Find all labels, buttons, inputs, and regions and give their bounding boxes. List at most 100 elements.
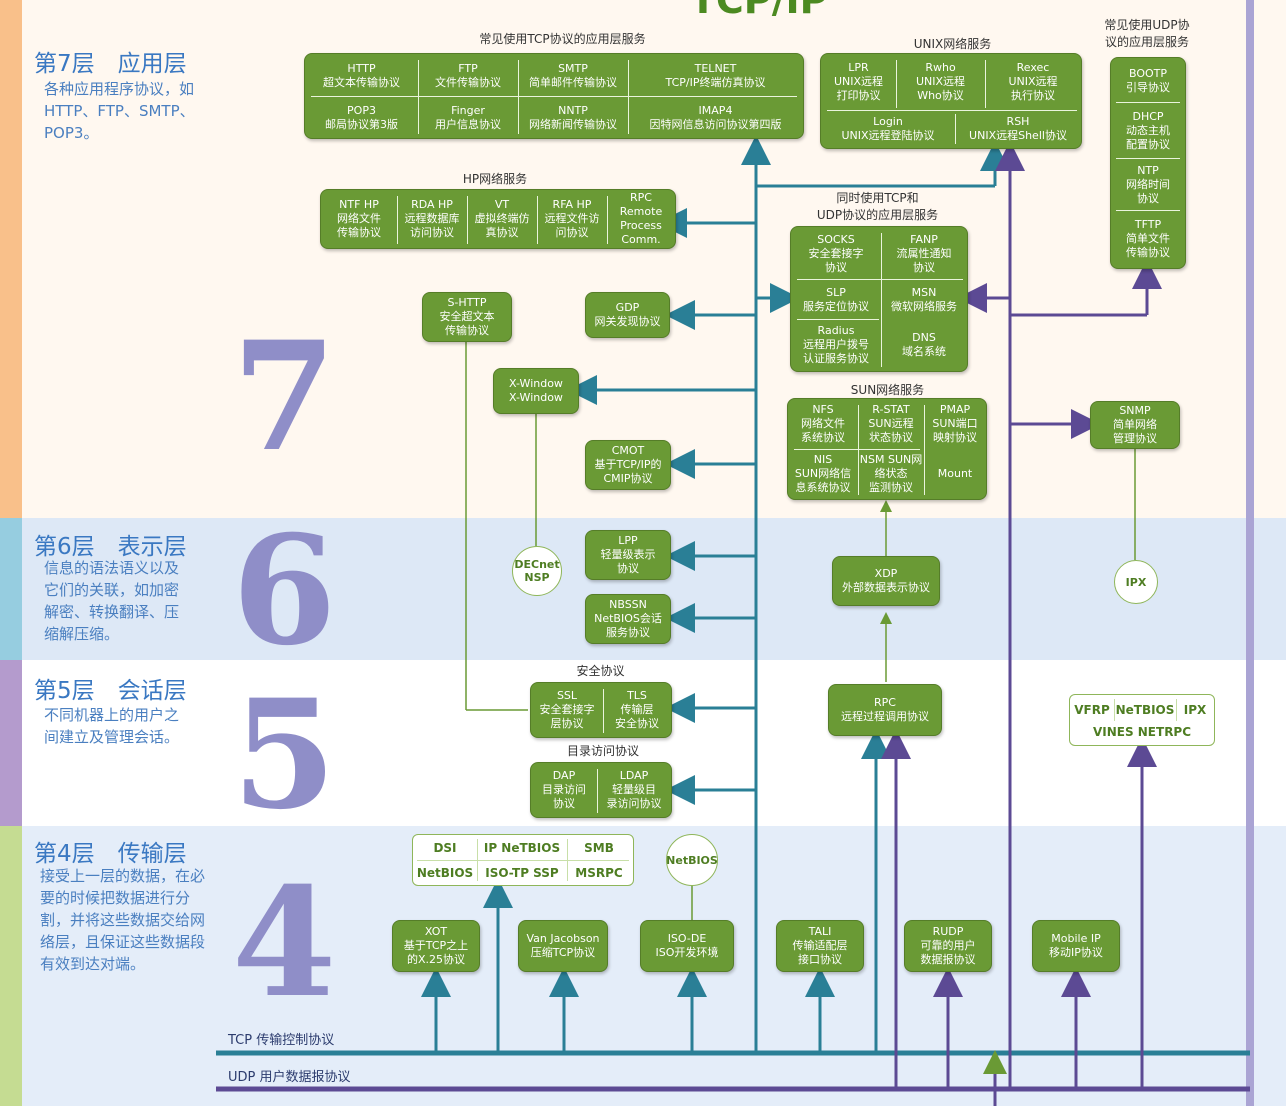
proto-ipx-vfrp[interactable]: IPX	[1183, 703, 1207, 717]
proto-xdp-label: XDP 外部数据表示协议	[842, 567, 930, 594]
proto-msrpc[interactable]: MSRPC	[575, 866, 623, 880]
proto-mobile-ip-label: Mobile IP 移动IP协议	[1049, 932, 1103, 959]
proto-ssl[interactable]: SSL 安全套接字 层协议	[539, 689, 595, 730]
proto-tali[interactable]: TALI 传输适配层 接口协议	[776, 920, 864, 972]
layer6-number: 6	[232, 503, 337, 679]
proto-cmot-label: CMOT 基于TCP/IP的 CMIP协议	[594, 444, 662, 485]
proto-nntp[interactable]: NNTP 网络新闻传输协议	[529, 104, 617, 131]
proto-rpc[interactable]: RPC 远程过程调用协议	[828, 684, 942, 736]
right-edge-stripe	[1246, 0, 1254, 1106]
proto-msn[interactable]: MSN 微软网络服务	[891, 286, 957, 313]
proto-nfs[interactable]: NFS 网络文件 系统协议	[801, 403, 845, 444]
proto-ip-netbios[interactable]: IP NeTBIOS	[483, 841, 561, 855]
layer5-title: 第5层 会话层	[34, 678, 187, 704]
proto-dns[interactable]: DNS 域名系统	[902, 331, 946, 358]
layer5-number: 5	[232, 667, 337, 843]
proto-netbios-circle[interactable]: NetBIOS	[666, 834, 718, 886]
tcp-bus-label: TCP 传输控制协议	[228, 1033, 335, 1048]
proto-dhcp[interactable]: DHCP 动态主机 配置协议	[1126, 110, 1170, 151]
proto-vfrp[interactable]: VFRP	[1074, 703, 1110, 717]
directory-protocols: DAP 目录访问 协议 LDAP 轻量级目 录访问协议	[530, 762, 672, 818]
proto-gdp[interactable]: GDP 网关发现协议	[585, 292, 670, 338]
group-label-tcp-app: 常见使用TCP协议的应用层服务	[479, 32, 646, 46]
proto-radius[interactable]: Radius 远程用户拨号 认证服务协议	[803, 324, 869, 365]
proto-iso-de[interactable]: ISO-DE ISO开发环境	[640, 920, 734, 972]
layer7-desc: 各种应用程序协议，如 HTTP、FTP、SMTP、 POP3。	[44, 80, 195, 142]
proto-http[interactable]: HTTP 超文本传输协议	[323, 62, 400, 89]
proto-rudp-label: RUDP 可靠的用户 数据报协议	[920, 925, 976, 966]
group-label-hp: HP网络服务	[462, 172, 528, 186]
proto-smtp[interactable]: SMTP 简单邮件传输协议	[529, 62, 617, 89]
proto-ntf-hp[interactable]: NTF HP 网络文件 传输协议	[337, 198, 381, 239]
proto-dsi[interactable]: DSI	[433, 841, 457, 855]
proto-rexec[interactable]: Rexec UNIX远程 执行协议	[1008, 61, 1058, 102]
layer7-title: 第7层 应用层	[34, 51, 187, 77]
proto-ntp[interactable]: NTP 网络时间 协议	[1126, 164, 1170, 205]
layer5-stripe	[0, 660, 22, 826]
proto-fanp[interactable]: FANP 流属性通知 协议	[896, 233, 952, 274]
layer4-desc: 接受上一层的数据，在必 要的时候把数据进行分 割，并将这些数据交给网 络层，且保…	[40, 867, 206, 973]
proto-x-window[interactable]: X-Window X-Window	[493, 368, 579, 414]
proto-pop3[interactable]: POP3 邮局协议第3版	[325, 104, 398, 131]
proto-rda-hp[interactable]: RDA HP 远程数据库 访问协议	[404, 198, 460, 239]
proto-x-window-label: X-Window X-Window	[509, 377, 563, 404]
proto-r-stat[interactable]: R-STAT SUN远程 状态协议	[868, 403, 914, 444]
proto-rfa-hp[interactable]: RFA HP 远程文件访 问协议	[544, 198, 600, 239]
proto-vt[interactable]: VT 虚拟终端仿 真协议	[474, 198, 530, 239]
group-label-both: 同时使用TCP和 UDP协议的应用层服务	[816, 191, 939, 222]
proto-nbssn-label: NBSSN NetBIOS会话 服务协议	[594, 598, 662, 639]
proto-nsm[interactable]: NSM SUN网 络状态 监测协议	[859, 453, 923, 494]
top-title: TCP/IP	[690, 0, 828, 16]
proto-lpp[interactable]: LPP 轻量级表示 协议	[585, 530, 671, 580]
proto-netbios-vfrp[interactable]: NeTBIOS	[1115, 703, 1175, 717]
layer7-stripe	[0, 0, 22, 518]
proto-bootp[interactable]: BOOTP 引导协议	[1126, 67, 1170, 94]
layer4-stripe	[0, 826, 22, 1106]
proto-finger[interactable]: Finger 用户信息协议	[435, 104, 501, 131]
proto-imap4[interactable]: IMAP4 因特网信息访问协议第四版	[649, 104, 782, 131]
proto-xot-label: XOT 基于TCP之上 的X.25协议	[403, 925, 469, 966]
proto-van-jacobson[interactable]: Van Jacobson 压缩TCP协议	[518, 920, 608, 972]
proto-iso-tp-ssp[interactable]: ISO-TP SSP	[485, 866, 559, 880]
proto-mobile-ip[interactable]: Mobile IP 移动IP协议	[1032, 920, 1120, 972]
proto-snmp[interactable]: SNMP 简单网络 管理协议	[1090, 401, 1180, 449]
proto-tls[interactable]: TLS 传输层 安全协议	[615, 689, 659, 730]
proto-decnet-nsp[interactable]: DECnet NSP	[512, 546, 562, 596]
session-misc-protocols: DSI IP NeTBIOS SMB NetBIOS ISO-TP SSP MS…	[412, 834, 634, 886]
proto-rpc-hp[interactable]: RPC Remote Process Comm.	[619, 191, 663, 246]
proto-s-http-label: S-HTTP 安全超文本 传输协议	[439, 296, 495, 337]
proto-iso-de-label: ISO-DE ISO开发环境	[655, 932, 719, 959]
proto-dap[interactable]: DAP 目录访问 协议	[542, 769, 586, 810]
proto-rwho[interactable]: Rwho UNIX远程 Who协议	[915, 61, 966, 102]
proto-cmot[interactable]: CMOT 基于TCP/IP的 CMIP协议	[585, 440, 671, 490]
proto-ftp[interactable]: FTP 文件传输协议	[435, 62, 501, 89]
proto-rudp[interactable]: RUDP 可靠的用户 数据报协议	[904, 920, 992, 972]
proto-mount[interactable]: Mount	[937, 467, 973, 480]
sun-services: NFS 网络文件 系统协议 R-STAT SUN远程 状态协议 PMAP SUN…	[787, 398, 987, 500]
proto-nis[interactable]: NIS SUN网络信 息系统协议	[794, 453, 852, 494]
proto-netbios[interactable]: NetBIOS	[416, 866, 474, 880]
layer6-desc: 信息的语法语义以及 它们的关联，如加密 解密、转换翻译、压 缩解压缩。	[44, 559, 180, 643]
layer6-stripe	[0, 518, 22, 660]
proto-van-jacobson-label: Van Jacobson 压缩TCP协议	[526, 932, 600, 959]
proto-telnet[interactable]: TELNET TCP/IP终端仿真协议	[665, 62, 766, 89]
proto-xdp[interactable]: XDP 外部数据表示协议	[832, 556, 940, 606]
proto-lpr[interactable]: LPR UNIX远程 打印协议	[833, 61, 884, 102]
proto-slp[interactable]: SLP 服务定位协议	[803, 286, 869, 313]
proto-smb[interactable]: SMB	[584, 841, 614, 855]
proto-xot[interactable]: XOT 基于TCP之上 的X.25协议	[392, 920, 480, 972]
proto-socks[interactable]: SOCKS 安全套接字 协议	[808, 233, 864, 274]
udp-app-services: BOOTP 引导协议 DHCP 动态主机 配置协议 NTP 网络时间 协议 TF…	[1110, 57, 1186, 269]
proto-rsh[interactable]: RSH UNIX远程Shell协议	[969, 115, 1067, 142]
proto-ldap[interactable]: LDAP 轻量级目 录访问协议	[606, 769, 662, 810]
proto-ipx[interactable]: IPX	[1114, 560, 1158, 604]
proto-vines-netrpc[interactable]: VINES NETRPC	[1092, 725, 1192, 739]
proto-nbssn[interactable]: NBSSN NetBIOS会话 服务协议	[585, 594, 671, 644]
group-label-unix: UNIX网络服务	[913, 37, 992, 51]
proto-s-http[interactable]: S-HTTP 安全超文本 传输协议	[422, 292, 512, 342]
proto-rpc-label: RPC 远程过程调用协议	[841, 696, 929, 723]
proto-pmap[interactable]: PMAP SUN端口 映射协议	[932, 403, 978, 444]
proto-login[interactable]: Login UNIX远程登陆协议	[841, 115, 935, 142]
proto-tftp[interactable]: TFTP 简单文件 传输协议	[1126, 218, 1170, 259]
